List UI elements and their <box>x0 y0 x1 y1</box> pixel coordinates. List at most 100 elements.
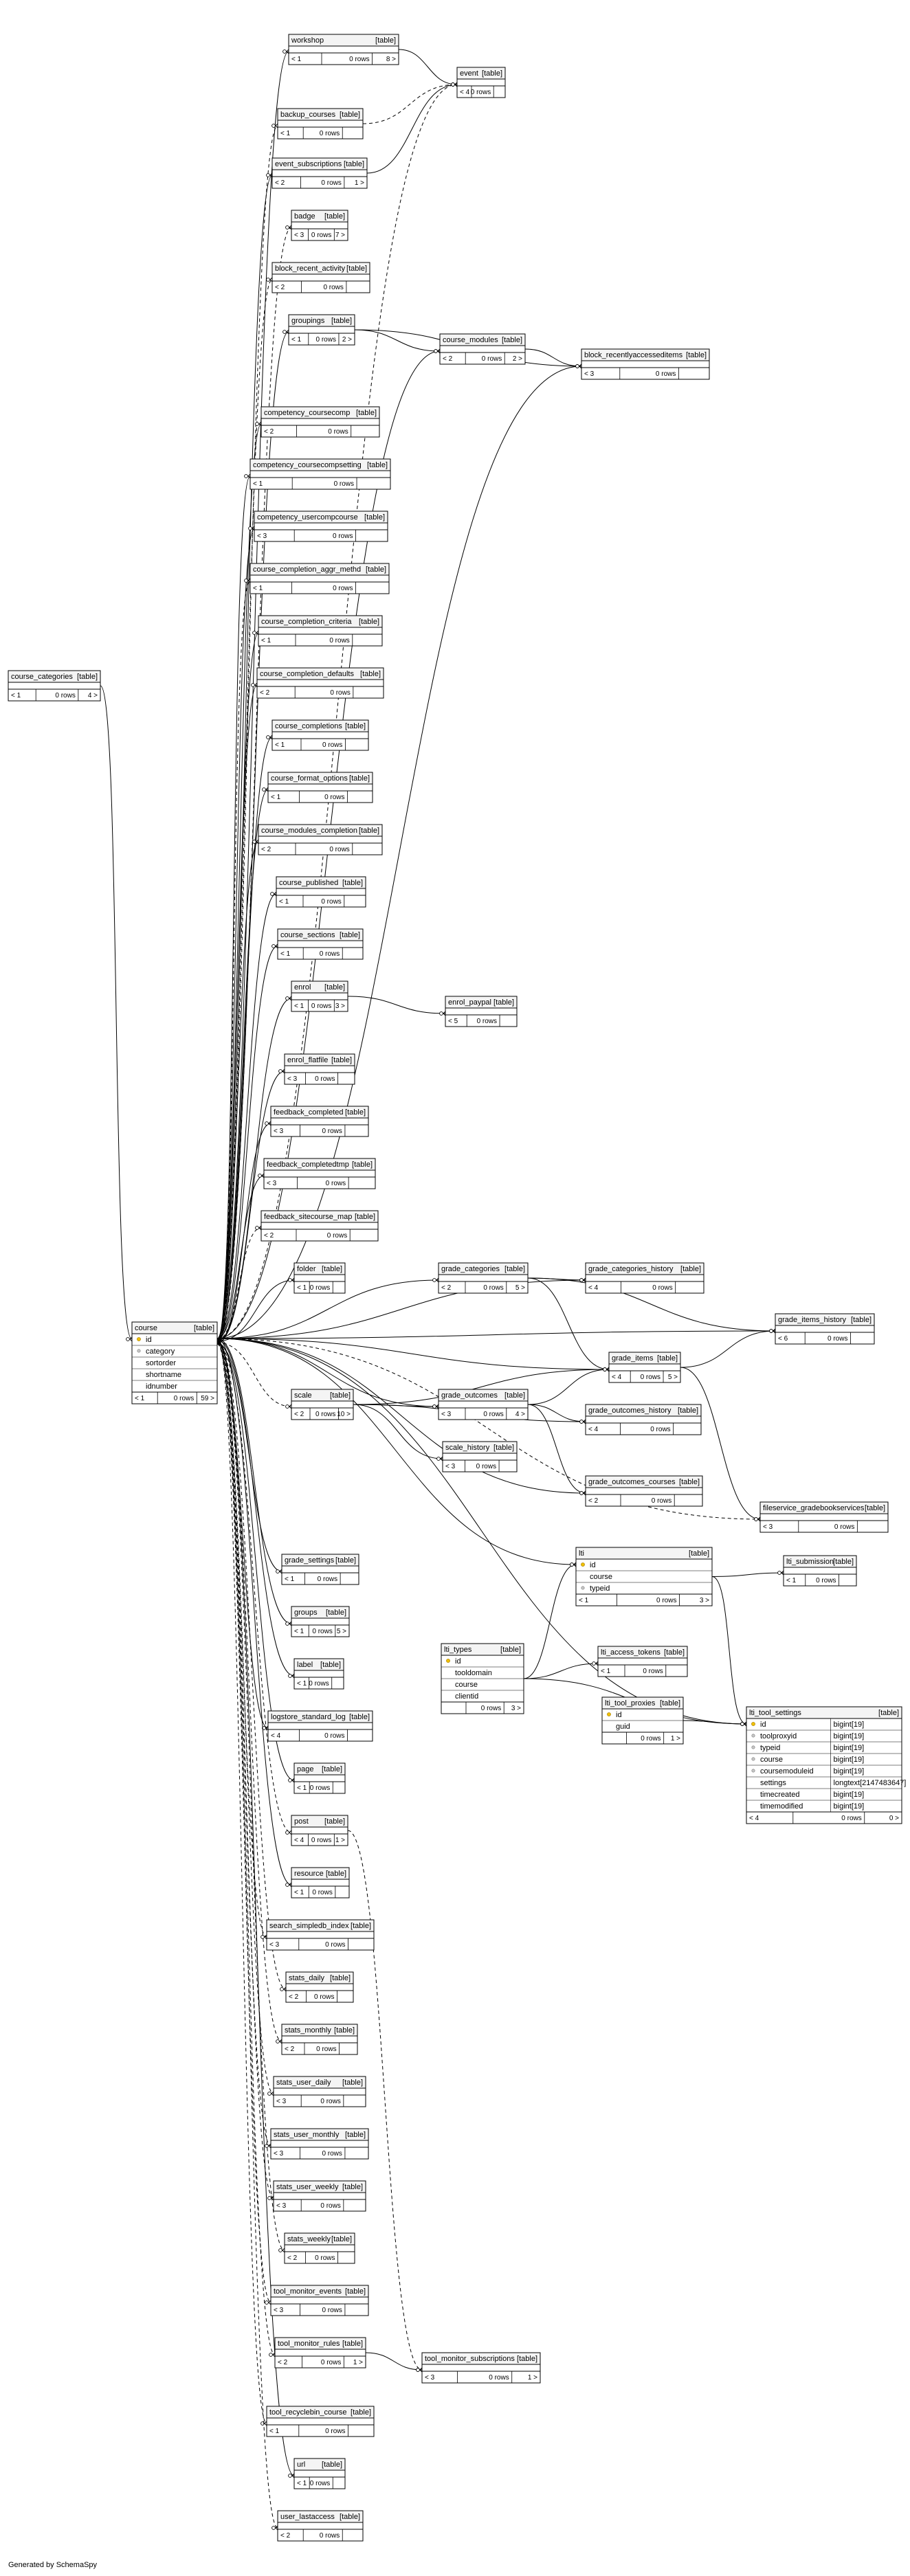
parents-count[interactable]: < 2 <box>275 284 285 291</box>
children-count[interactable]: 1 > <box>353 2359 363 2366</box>
parents-count[interactable]: < 3 <box>274 1128 284 1135</box>
parents-count[interactable]: < 2 <box>275 179 285 187</box>
parents-count[interactable]: < 1 <box>294 1628 304 1635</box>
parents-count[interactable]: < 2 <box>260 689 270 697</box>
parents-count[interactable]: < 1 <box>280 130 291 137</box>
parents-count[interactable]: < 3 <box>257 533 267 540</box>
parents-count[interactable]: < 1 <box>285 1576 295 1583</box>
parents-count[interactable]: < 3 <box>445 1463 456 1470</box>
parents-count[interactable]: < 4 <box>294 1837 304 1844</box>
parents-count[interactable]: < 3 <box>294 232 304 239</box>
children-count[interactable]: 10 > <box>337 1411 351 1418</box>
children-count[interactable]: 2 > <box>513 355 522 363</box>
parents-count[interactable]: < 1 <box>291 56 302 63</box>
parents-count[interactable]: < 2 <box>264 1232 274 1240</box>
children-count[interactable]: 2 > <box>342 336 352 344</box>
parents-count[interactable]: < 1 <box>11 692 21 699</box>
children-count[interactable]: 7 > <box>335 232 345 239</box>
parents-count[interactable]: < 1 <box>275 741 285 749</box>
parents-count[interactable]: < 1 <box>253 585 263 592</box>
parents-count[interactable]: < 4 <box>271 1732 281 1740</box>
parents-count[interactable]: < 4 <box>612 1374 622 1381</box>
parents-count[interactable]: < 3 <box>276 2098 287 2105</box>
parents-count[interactable]: < 5 <box>448 1018 458 1025</box>
parents-count[interactable]: < 2 <box>443 355 453 363</box>
parents-count[interactable]: < 1 <box>261 637 271 645</box>
children-count[interactable]: 1 > <box>528 2374 537 2382</box>
children-count[interactable]: 3 > <box>511 1705 521 1712</box>
parents-count[interactable]: < 2 <box>588 1497 599 1505</box>
children-count[interactable]: 8 > <box>386 56 396 63</box>
parents-count[interactable]: < 3 <box>287 1075 298 1083</box>
children-count[interactable]: 5 > <box>337 1628 346 1635</box>
children-count[interactable]: 1 > <box>355 179 364 187</box>
children-count[interactable]: 0 > <box>889 1815 899 1822</box>
parents-count[interactable]: < 1 <box>253 480 263 488</box>
children-count[interactable]: 4 > <box>515 1411 525 1418</box>
children-count[interactable]: 1 > <box>671 1735 680 1743</box>
table-lti-types[interactable]: lti_types[table]idtooldomaincourseclient… <box>441 1643 524 1714</box>
parents-count[interactable]: < 6 <box>778 1335 788 1343</box>
parents-count[interactable]: < 2 <box>280 2532 291 2540</box>
parents-count[interactable]: < 2 <box>278 2359 288 2366</box>
parents-count[interactable]: < 3 <box>267 1180 277 1187</box>
parents-count[interactable]: < 1 <box>291 336 302 344</box>
parents-count[interactable]: < 2 <box>285 2046 295 2053</box>
parents-count[interactable]: < 2 <box>441 1284 452 1292</box>
parents-count[interactable]: < 4 <box>749 1815 759 1822</box>
parents-count[interactable]: < 1 <box>786 1577 797 1584</box>
parents-count[interactable]: < 1 <box>579 1597 589 1604</box>
parents-count[interactable]: < 3 <box>274 2307 284 2314</box>
parents-count[interactable]: < 3 <box>276 2202 287 2210</box>
parents-count[interactable]: < 2 <box>287 2254 298 2262</box>
children-count[interactable]: 3 > <box>335 1003 345 1010</box>
children-count[interactable]: 4 > <box>88 692 98 699</box>
parents-count[interactable]: < 2 <box>264 428 274 436</box>
parents-count[interactable]: < 4 <box>588 1284 599 1292</box>
